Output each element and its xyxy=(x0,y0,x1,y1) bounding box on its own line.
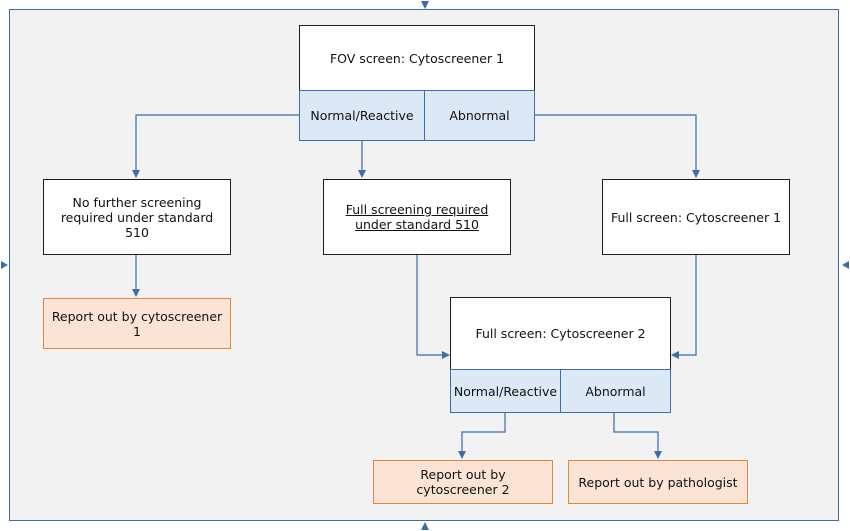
connector-normal-to-no-further xyxy=(132,114,299,178)
fov-outcome-abnormal: Abnormal xyxy=(424,90,535,141)
frame-handle-top-icon xyxy=(421,1,429,9)
full-screen-cytoscreener-2-box: Full screen: Cytoscreener 2 xyxy=(450,297,671,370)
report-cytoscreener-2-box: Report out by cytoscreener 2 xyxy=(373,460,553,504)
connector-fs2-normal-to-report-2 xyxy=(458,413,506,459)
fs2-outcome-normal: Normal/Reactive xyxy=(450,369,561,413)
report-pathologist-box: Report out by pathologist xyxy=(568,460,748,504)
full-screening-required-box: Full screening required under standard 5… xyxy=(323,179,511,255)
frame-handle-bottom-icon xyxy=(421,522,429,530)
fov-screen-box: FOV screen: Cytoscreener 1 xyxy=(299,25,535,91)
full-screen-cytoscreener-1-box: Full screen: Cytoscreener 1 xyxy=(602,179,790,255)
fov-outcome-normal: Normal/Reactive xyxy=(299,90,425,141)
frame-handle-right-icon xyxy=(842,261,849,269)
connector-abnormal-to-full-screen-1 xyxy=(535,114,700,178)
report-cytoscreener-1-box: Report out by cytoscreener 1 xyxy=(43,298,231,349)
frame-handle-left-icon xyxy=(1,261,8,269)
connector-fs2-abnormal-to-pathologist xyxy=(613,413,662,459)
fs2-outcome-abnormal: Abnormal xyxy=(560,369,671,413)
connector-full-required-to-full-screen-2 xyxy=(416,255,450,359)
no-further-screening-box: No further screening required under stan… xyxy=(43,179,231,255)
connector-full-screen-1-to-full-screen-2 xyxy=(671,255,697,359)
